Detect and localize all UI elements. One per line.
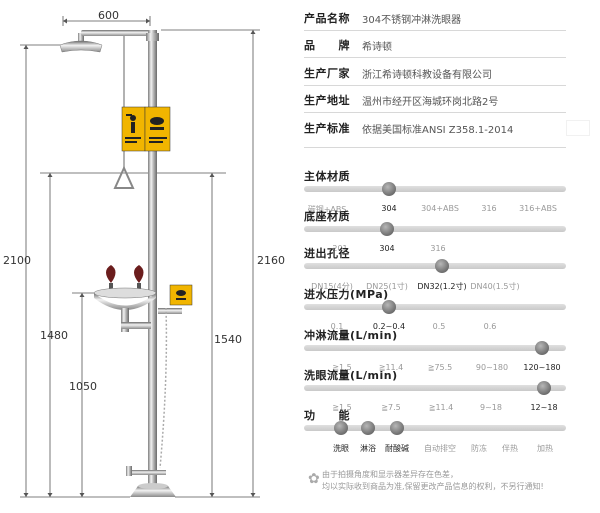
- spec-label: 生产地址: [304, 94, 350, 107]
- option-label: 316: [481, 204, 497, 213]
- option-label: 0.6: [483, 322, 497, 331]
- bar-title: 主体材质: [304, 170, 350, 183]
- shower-head: [59, 30, 153, 53]
- option-label: 304: [379, 244, 395, 253]
- option-label: 304+ABS: [421, 204, 459, 213]
- option-label: ≧1.5: [332, 363, 352, 372]
- option-label: ≧11.4: [428, 403, 454, 412]
- option-label: 淋浴: [360, 444, 376, 453]
- spec-label: 生产标准: [304, 122, 350, 135]
- disclaimer-line-1: 由于拍摄角度和显示器差异存在色差，: [322, 470, 458, 479]
- spec-row-standard: 生产标准 依据美国标准ANSI Z358.1-2014: [304, 118, 513, 138]
- spec-value: 依据美国标准ANSI Z358.1-2014: [362, 124, 514, 136]
- option-label: 316+ABS: [519, 204, 557, 213]
- option-label: 0.1: [330, 322, 344, 331]
- width-label: 600: [98, 9, 119, 22]
- option-label: 304: [381, 204, 397, 213]
- option-label: 耐酸碱: [385, 444, 409, 453]
- option-label: ≧75.5: [427, 363, 453, 372]
- option-label: 201: [332, 244, 348, 253]
- option-label: DN25(1寸): [366, 282, 408, 291]
- disclaimer-line-2: 均以实际收到商品为准,保留更改产品信息的权利，不另行通知!: [322, 482, 544, 491]
- option-label: ≧1.5: [332, 403, 352, 412]
- bar-title: 洗眼流量(L/min): [304, 369, 398, 382]
- spec-value: 浙江希诗顿科教设备有限公司: [362, 69, 492, 81]
- slider-knob[interactable]: [390, 421, 404, 435]
- spec-label: 生产厂家: [304, 67, 350, 80]
- option-label: DN15(4分): [311, 282, 353, 291]
- option-label: 自动排空: [424, 444, 456, 453]
- spec-row-address: 生产地址 温州市经开区海城环岗北路2号: [304, 90, 498, 110]
- product-illustration: 600 2100 2160 1480 1540 1050: [0, 0, 290, 509]
- bar-title: 进水压力(MPa): [304, 288, 389, 301]
- divider: [304, 85, 566, 86]
- main-pole: [148, 30, 157, 485]
- slider-knob[interactable]: [537, 381, 551, 395]
- spec-value: 304不锈钢冲淋洗眼器: [362, 14, 462, 26]
- option-label: DN32(1.2寸): [417, 282, 467, 291]
- spec-row-brand: 品 牌 希诗顿: [304, 35, 392, 55]
- eye-wash-small-icon: [169, 284, 193, 306]
- eyewash-shower-drawing: [20, 16, 260, 498]
- bar-title: 底座材质: [304, 210, 350, 223]
- slider-knob[interactable]: [380, 222, 394, 236]
- slider-knob[interactable]: [435, 259, 449, 273]
- slider-knob[interactable]: [382, 300, 396, 314]
- slider-track[interactable]: [304, 385, 566, 391]
- spec-label: 产品名称: [304, 12, 350, 25]
- bar-title: 进出孔径: [304, 247, 350, 260]
- option-label: 9~18: [480, 403, 502, 412]
- option-label: 12~18: [530, 403, 558, 412]
- option-label: DN40(1.5寸): [470, 282, 520, 291]
- slider-track[interactable]: [304, 186, 566, 192]
- option-label: 316: [430, 244, 446, 253]
- option-label: 加热: [537, 444, 553, 453]
- spec-value: 希诗顿: [362, 41, 392, 53]
- height-1540-label: 1540: [214, 333, 242, 346]
- pedal-chain: [159, 307, 168, 469]
- divider: [304, 57, 566, 58]
- option-label: 120~180: [523, 363, 561, 372]
- foot-pedal: [126, 466, 176, 497]
- option-label: 90~180: [475, 363, 509, 372]
- height-1050-label: 1050: [69, 380, 97, 393]
- spec-row-name: 产品名称 304不锈钢冲淋洗眼器: [304, 8, 461, 28]
- bar-title: 冲淋流量(L/min): [304, 329, 398, 342]
- slider-knob[interactable]: [361, 421, 375, 435]
- dimension-lines: [20, 16, 260, 498]
- bar-title: 功 能: [304, 409, 350, 422]
- eye-wash-icon: [149, 117, 167, 143]
- option-label: 伴热: [502, 444, 518, 453]
- slider-track[interactable]: [304, 304, 566, 310]
- height-1480-label: 1480: [40, 329, 68, 342]
- blank-box: [566, 120, 590, 136]
- warning-signs: [121, 106, 171, 152]
- slider-track[interactable]: [304, 425, 566, 431]
- slider-knob[interactable]: [535, 341, 549, 355]
- spec-value: 温州市经开区海城环岗北路2号: [362, 96, 499, 108]
- slider-knob[interactable]: [382, 182, 396, 196]
- eyewash-bowl: [93, 265, 182, 332]
- option-label: ≧7.5: [381, 403, 401, 412]
- divider: [304, 112, 566, 113]
- option-label: 防冻: [471, 444, 487, 453]
- slider-track[interactable]: [304, 345, 566, 351]
- divider: [304, 147, 566, 148]
- spec-label: 品 牌: [304, 39, 350, 52]
- option-label: ≧11.4: [378, 363, 404, 372]
- option-label: 0.5: [432, 322, 446, 331]
- shower-person-icon: [125, 114, 141, 143]
- option-label: 碳钢+ABS: [307, 205, 347, 214]
- height-2160-label: 2160: [257, 254, 285, 267]
- slider-knob[interactable]: [334, 421, 348, 435]
- slider-track[interactable]: [304, 226, 566, 232]
- divider: [304, 30, 566, 31]
- option-label: 洗眼: [333, 444, 349, 453]
- option-label: 0.2~0.4: [372, 322, 406, 331]
- leaf-logo-icon: ✿: [308, 471, 320, 487]
- spec-row-manufacturer: 生产厂家 浙江希诗顿科教设备有限公司: [304, 63, 492, 83]
- height-2100-label: 2100: [3, 254, 31, 267]
